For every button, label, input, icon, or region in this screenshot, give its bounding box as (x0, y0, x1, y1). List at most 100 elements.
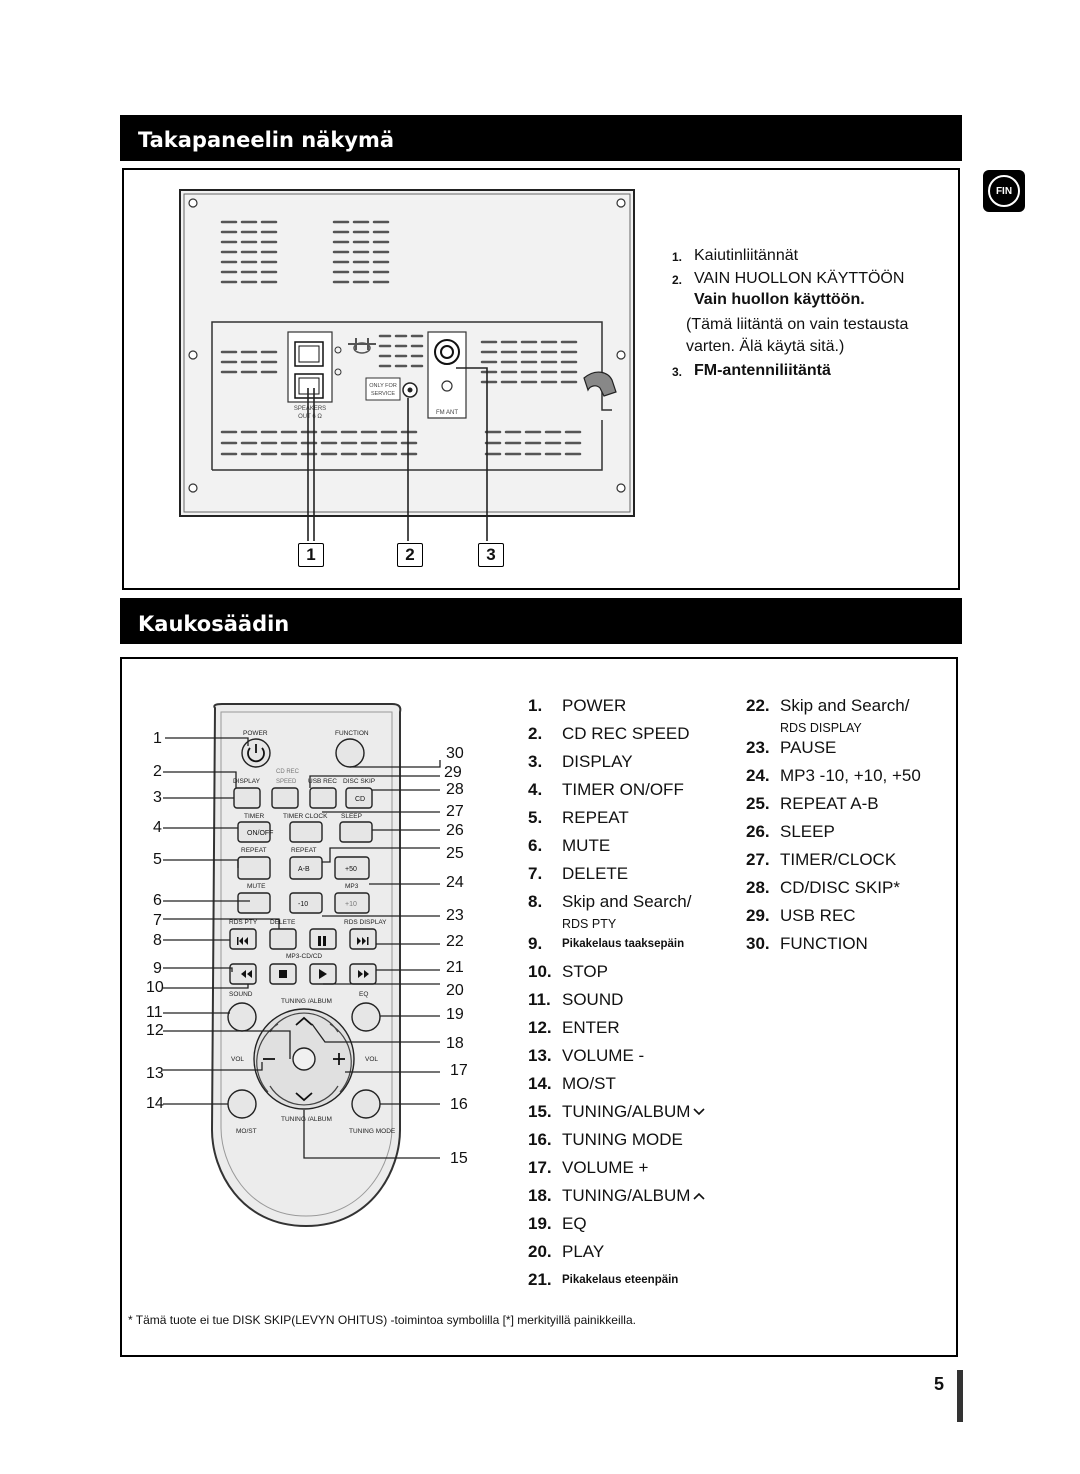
power-cord (583, 371, 617, 397)
remote-legend-caption: RDS DISPLAY (780, 721, 862, 735)
ohm-label: OUT 6 Ω (298, 414, 322, 420)
remote-callout-left: 7 (153, 912, 162, 929)
remote-legend-number: 28. (746, 878, 770, 897)
remote-legend-item: 12.ENTER (528, 1014, 706, 1042)
remote-callout-left: 5 (153, 851, 162, 868)
remote-legend-item: 2. CD REC SPEED (528, 720, 706, 748)
remote-legend-text: Skip and Search/ (780, 696, 910, 715)
remote-callout-left: 10 (146, 979, 164, 996)
remote-legend-number: 21. (528, 1270, 552, 1289)
remote-legend-text: MO/ST (562, 1074, 616, 1093)
lbl-delete: DELETE (270, 919, 296, 926)
lbl-on-off: ON/OFF (247, 830, 273, 837)
lbl-function: FUNCTION (335, 730, 369, 737)
function-button (335, 738, 365, 768)
cd-rec-speed-button (271, 787, 299, 809)
pause-icon (323, 936, 326, 946)
page-number: 5 (934, 1374, 945, 1394)
remote-legend-number: 6. (528, 836, 543, 855)
rear-callout-1: 1 (298, 543, 324, 567)
remote-legend-text: MP3 -10, +10, +50 (780, 766, 921, 785)
page-marker-bar (957, 1370, 963, 1422)
sound-button (227, 1002, 257, 1032)
remote-legend-number: 19. (528, 1214, 552, 1233)
remote-legend-item: 28.CD/DISC SKIP* (746, 874, 921, 902)
remote-callout-left: 2 (153, 763, 162, 780)
cd-disc-skip-button (345, 787, 373, 809)
remote-callout-left: 11 (146, 1004, 163, 1021)
lbl-rds-display: RDS DISPLAY (344, 919, 387, 926)
remote-callout-right: 29 (444, 764, 462, 781)
remote-legend-number: 13. (528, 1046, 552, 1065)
mp3-plus10-button (334, 892, 370, 914)
remote-callout-left: 9 (153, 960, 162, 977)
remote-legend-number: 30. (746, 934, 770, 953)
mute-button (237, 892, 271, 914)
prev-icon (237, 937, 239, 945)
stop-icon (279, 970, 287, 978)
lbl-mp3-cd: MP3-CD/CD (286, 953, 322, 960)
remote-legend-item: 15.TUNING/ALBUM (528, 1098, 706, 1126)
vent-slots (220, 220, 582, 456)
rear-legend-sub: Vain huollon käyttöön. (694, 291, 865, 308)
usb-rec-button (309, 787, 337, 809)
timer-on-off-button (237, 821, 271, 843)
rewind-icon (247, 970, 252, 978)
eq-button (351, 1002, 381, 1032)
timer-clock-button (289, 821, 323, 843)
remote-legend-text: CD REC SPEED (562, 724, 690, 743)
remote-legend-text: REPEAT A-B (780, 794, 879, 813)
chevron-up-icon (295, 1016, 313, 1026)
lbl-plus50: +50 (345, 866, 357, 873)
remote-callout-right: 22 (446, 933, 464, 950)
remote-legend-number: 2. (528, 724, 543, 743)
lbl-cd-rec: CD REC (276, 769, 300, 775)
lbl-mute: MUTE (247, 883, 266, 890)
remote-callout-right: 19 (446, 1006, 464, 1023)
lbl-power: POWER (243, 730, 268, 737)
power-icon (247, 744, 265, 763)
lbl-vol-right: VOL (365, 1056, 378, 1063)
remote-legend-number: 8. (528, 892, 543, 911)
remote-legend-text: PLAY (562, 1242, 605, 1261)
remote-legend-item: 1.POWER (528, 692, 706, 720)
lbl-mp3: MP3 (345, 883, 359, 890)
remote-legend-item: 22.Skip and Search/ (746, 692, 921, 720)
remote-callout-right: 18 (446, 1035, 464, 1052)
remote-legend-number: 5. (528, 808, 543, 827)
lbl-display: DISPLAY (233, 778, 261, 785)
remote-legend-text: TUNING/ALBUM (562, 1186, 691, 1205)
lbl-timer-clock: TIMER CLOCK (283, 813, 328, 820)
remote-heading: Kaukosäädin (120, 598, 962, 644)
remote-legend-text: TUNING/ALBUM (562, 1102, 691, 1121)
remote-legend-text: DISPLAY (562, 752, 633, 771)
rear-callout-2: 2 (397, 543, 423, 567)
language-badge-label: FIN (988, 175, 1020, 207)
remote-callout-right: 26 (446, 822, 464, 839)
remote-legend-text: SLEEP (780, 822, 835, 841)
remote-legend-number: 12. (528, 1018, 552, 1037)
mp3-plus50-button (334, 856, 370, 880)
remote-legend-item: 27.TIMER/CLOCK (746, 846, 921, 874)
remote-legend-number: 4. (528, 780, 543, 799)
remote-legend-item: 20. PLAY (528, 1238, 706, 1266)
remote-callout-left: 13 (146, 1065, 164, 1082)
remote-legend-item: 5.REPEAT (528, 804, 706, 832)
remote-legend-number: 20. (528, 1242, 552, 1261)
remote-legend-number: 11. (528, 990, 551, 1009)
remote-legend-item: 19.EQ (528, 1210, 706, 1238)
remote-legend-number: 27. (746, 850, 770, 869)
lbl-minus10: -10 (298, 901, 308, 908)
remote-legend-item: 7.DELETE (528, 860, 706, 888)
lbl-tuning-mode: TUNING MODE (349, 1128, 396, 1135)
chevron-up-icon (693, 1192, 706, 1200)
remote-callout-left: 8 (153, 932, 162, 949)
footnote: * Tämä tuote ei tue DISK SKIP(LEVYN OHIT… (128, 1313, 636, 1327)
remote-callout-right: 27 (446, 803, 464, 820)
lbl-rds-pty: RDS PTY (229, 919, 258, 926)
remote-legend-item: 18.TUNING/ALBUM (528, 1182, 706, 1210)
remote-legend-item: 10.STOP (528, 958, 706, 986)
remote-callout-left: 3 (153, 789, 162, 806)
